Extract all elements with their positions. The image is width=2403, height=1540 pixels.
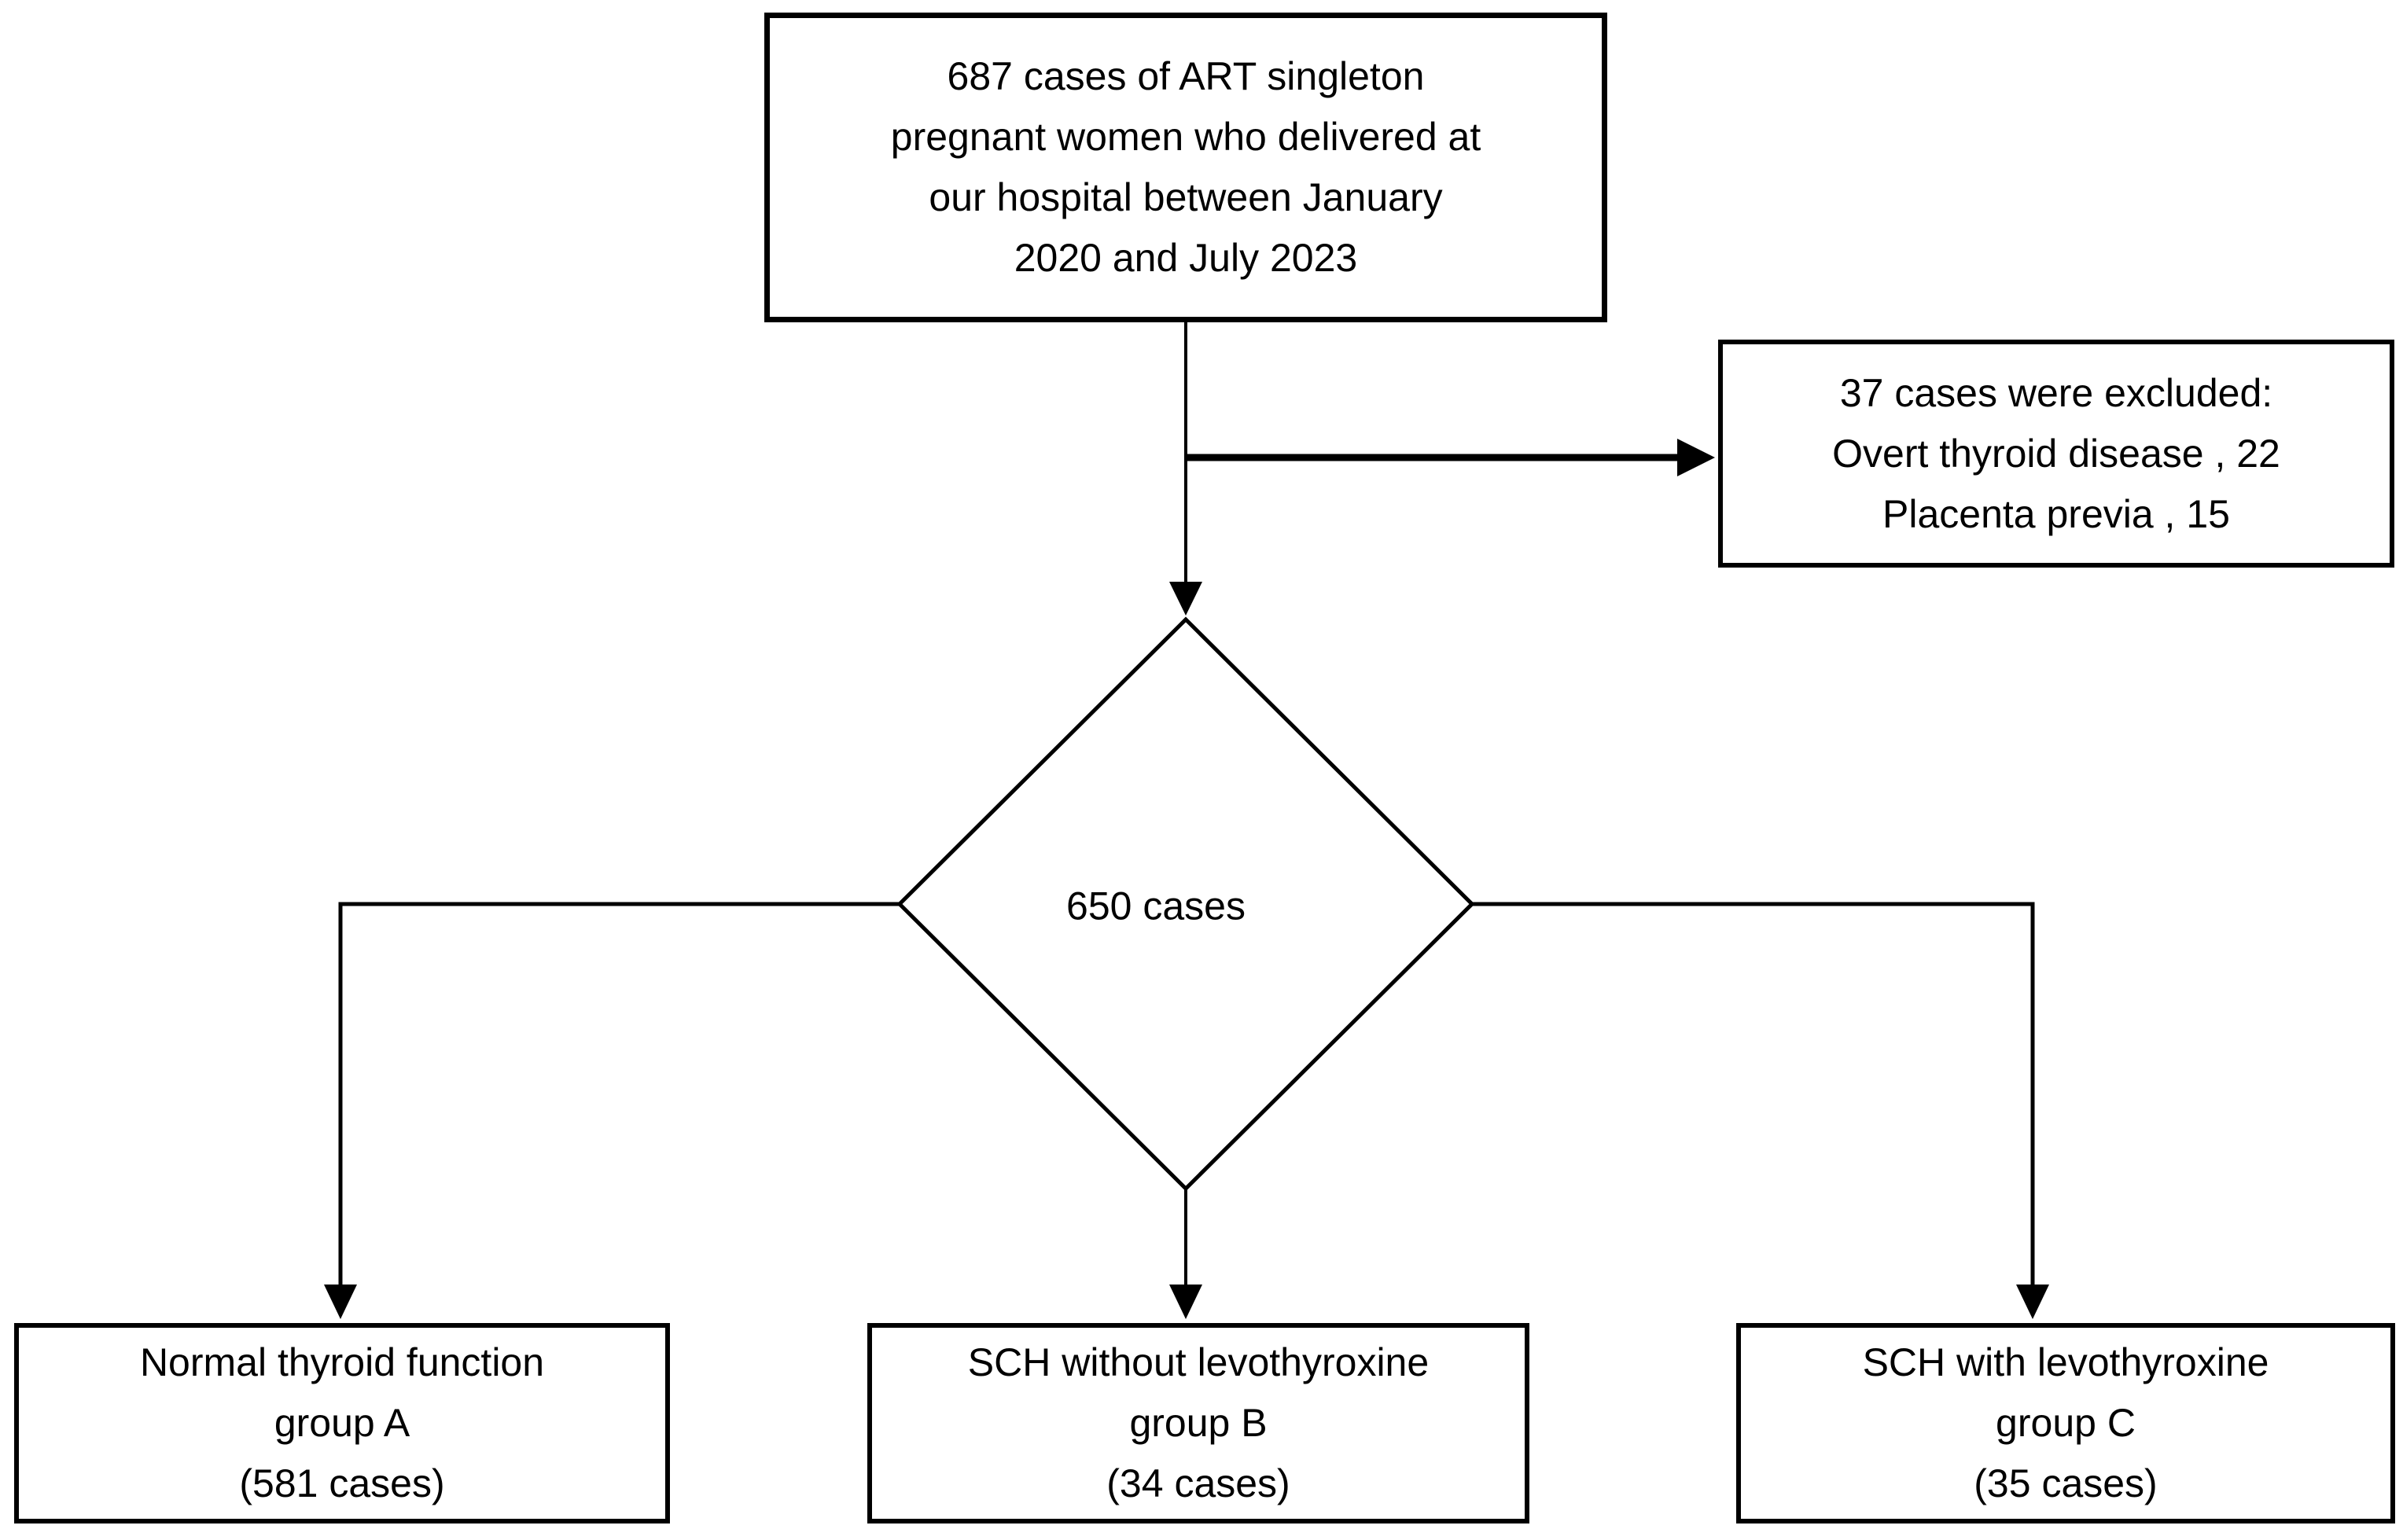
flow-node-group-c: SCH with levothyroxine group C (35 cases… <box>1736 1323 2395 1523</box>
node-text-line: (581 cases) <box>239 1461 445 1505</box>
node-text-line: SCH without levothyroxine <box>967 1340 1430 1384</box>
arrowhead-into-group-c <box>2016 1285 2049 1319</box>
node-text-line: Normal thyroid function <box>139 1340 545 1384</box>
node-text-line: 687 cases of ART singleton <box>947 54 1425 98</box>
decision-diamond-shape <box>896 616 1475 1192</box>
node-text-line: (34 cases) <box>1106 1461 1290 1505</box>
flow-node-group-a: Normal thyroid function group A (581 cas… <box>14 1323 670 1523</box>
arrowhead-into-group-b <box>1169 1285 1202 1319</box>
edge-decision-to-group-c <box>1472 902 2035 1286</box>
arrowhead-into-excluded <box>1677 439 1715 476</box>
edge-decision-to-group-a <box>338 902 900 1286</box>
node-text-line: SCH with levothyroxine <box>1862 1340 2269 1384</box>
node-text-line: Placenta previa , 15 <box>1882 491 2230 536</box>
node-text-line: (35 cases) <box>1974 1461 2158 1505</box>
node-text-line: Overt thyroid disease , 22 <box>1832 431 2280 476</box>
node-text-line: pregnant women who delivered at <box>890 115 1481 159</box>
flow-node-start: 687 cases of ART singleton pregnant wome… <box>764 13 1607 322</box>
arrowhead-into-decision <box>1169 582 1202 616</box>
node-text-line: our hospital between January <box>929 175 1443 219</box>
node-text-line: 37 cases were excluded: <box>1839 370 2273 415</box>
node-text-line: group C <box>1996 1401 2136 1445</box>
node-text-line: group A <box>274 1401 410 1445</box>
flow-node-group-b: SCH without levothyroxine group B (34 ca… <box>867 1323 1529 1523</box>
arrowhead-into-group-a <box>324 1285 357 1319</box>
flow-node-excluded: 37 cases were excluded: Overt thyroid di… <box>1718 340 2394 568</box>
node-text-line: 2020 and July 2023 <box>1014 236 1358 280</box>
decision-diamond-label: 650 cases <box>1066 884 1246 928</box>
node-text-line: group B <box>1129 1401 1268 1445</box>
